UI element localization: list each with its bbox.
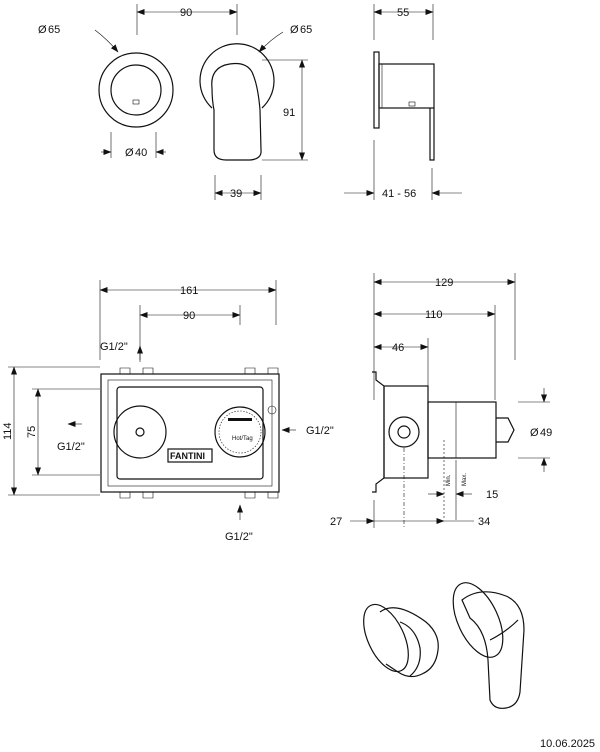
iso-knob-body xyxy=(379,607,439,678)
mixer-box-cover xyxy=(116,386,264,480)
dim-dia49-symbol: Ø xyxy=(530,427,539,439)
lever-handle xyxy=(211,62,262,161)
dim-55: 55 xyxy=(397,7,409,19)
tab-top-3 xyxy=(244,367,256,374)
left-valve-center xyxy=(135,427,145,437)
tab-bottom-3 xyxy=(244,492,256,499)
left-valve xyxy=(113,405,167,459)
dim-129: 129 xyxy=(435,277,453,289)
right-escutcheon xyxy=(199,43,275,109)
tab-top-1 xyxy=(119,367,131,374)
box-side-group: 129 110 46 Min. Max. Ø 49 15 xyxy=(330,273,552,528)
handle-slot xyxy=(408,101,416,107)
tab-bottom-1 xyxy=(119,492,131,499)
cartridge-dial-label: Hot/Tag xyxy=(232,436,253,442)
leader-dia65-left xyxy=(94,29,119,53)
dim-15: 15 xyxy=(486,489,498,501)
dim-114: 114 xyxy=(2,422,14,440)
dim-161: 161 xyxy=(180,285,198,297)
dim-90-top: 90 xyxy=(180,7,192,19)
cartridge-teeth xyxy=(218,410,262,454)
iso-knob-edge xyxy=(399,621,421,677)
screw-hole xyxy=(267,405,277,415)
tab-top-2 xyxy=(142,367,154,374)
dim-90-box: 90 xyxy=(183,310,195,322)
label-min: Min. xyxy=(446,474,452,486)
thread-left-label: G1/2" xyxy=(57,441,85,453)
thread-top-label: G1/2" xyxy=(100,341,128,353)
iso-lever-plate xyxy=(452,582,504,658)
dim-dia49: 49 xyxy=(540,427,552,439)
side-port xyxy=(388,416,420,448)
date-stamp: 10.06.2025 xyxy=(540,738,595,750)
front-view-group: Ø 65 90 Ø 65 91 Ø 40 39 xyxy=(38,4,312,200)
dim-dia65-left: 65 xyxy=(48,24,60,36)
dim-dia40-symbol: Ø xyxy=(125,147,134,159)
dim-110: 110 xyxy=(425,309,443,321)
dim-75: 75 xyxy=(26,426,38,438)
dim-41-56: 41 - 56 xyxy=(382,188,416,200)
label-max: Max. xyxy=(462,473,468,486)
dim-dia40: 40 xyxy=(135,147,147,159)
brand-plate xyxy=(167,448,213,463)
iso-knob-plate xyxy=(363,603,409,673)
left-escutcheon-slot xyxy=(132,99,140,105)
cartridge-mark xyxy=(228,418,252,421)
top-side-view-group: 55 41 - 56 xyxy=(344,4,462,200)
box-body-side xyxy=(383,385,429,479)
brand-label: FANTINI xyxy=(170,451,205,461)
mixer-box-inner xyxy=(107,379,273,487)
iso-lever-edge xyxy=(489,619,519,641)
dim-dia65-right: 65 xyxy=(300,24,312,36)
thread-right-label: G1/2" xyxy=(306,425,334,437)
box-front-group: 161 90 G1/2" Hot/Tag FANTINI xyxy=(2,280,334,543)
leader-dia65-right xyxy=(258,31,284,53)
lever-side xyxy=(429,108,435,161)
iso-lever-body xyxy=(461,591,525,709)
dim-dia65-left-symbol: Ø xyxy=(38,24,47,36)
wall-plate xyxy=(373,51,380,129)
left-escutcheon xyxy=(98,52,174,128)
tab-bottom-4 xyxy=(267,492,279,499)
cartridge-body-side xyxy=(427,401,497,459)
tab-top-4 xyxy=(267,367,279,374)
dim-39: 39 xyxy=(230,188,242,200)
tab-bottom-2 xyxy=(142,492,154,499)
handle-body-side xyxy=(378,63,435,109)
dim-91: 91 xyxy=(283,107,295,119)
left-escutcheon-inner xyxy=(110,64,162,116)
side-port-inner xyxy=(397,425,411,439)
dim-34: 34 xyxy=(478,516,490,528)
cartridge-spindle xyxy=(496,417,515,443)
cartridge xyxy=(214,406,266,458)
dim-46: 46 xyxy=(392,342,404,354)
thread-bottom-label: G1/2" xyxy=(225,531,253,543)
dim-27: 27 xyxy=(330,516,342,528)
mixer-box-outer xyxy=(100,373,280,493)
isometric-view-group xyxy=(363,582,525,709)
dim-dia65-right-symbol: Ø xyxy=(290,24,299,36)
